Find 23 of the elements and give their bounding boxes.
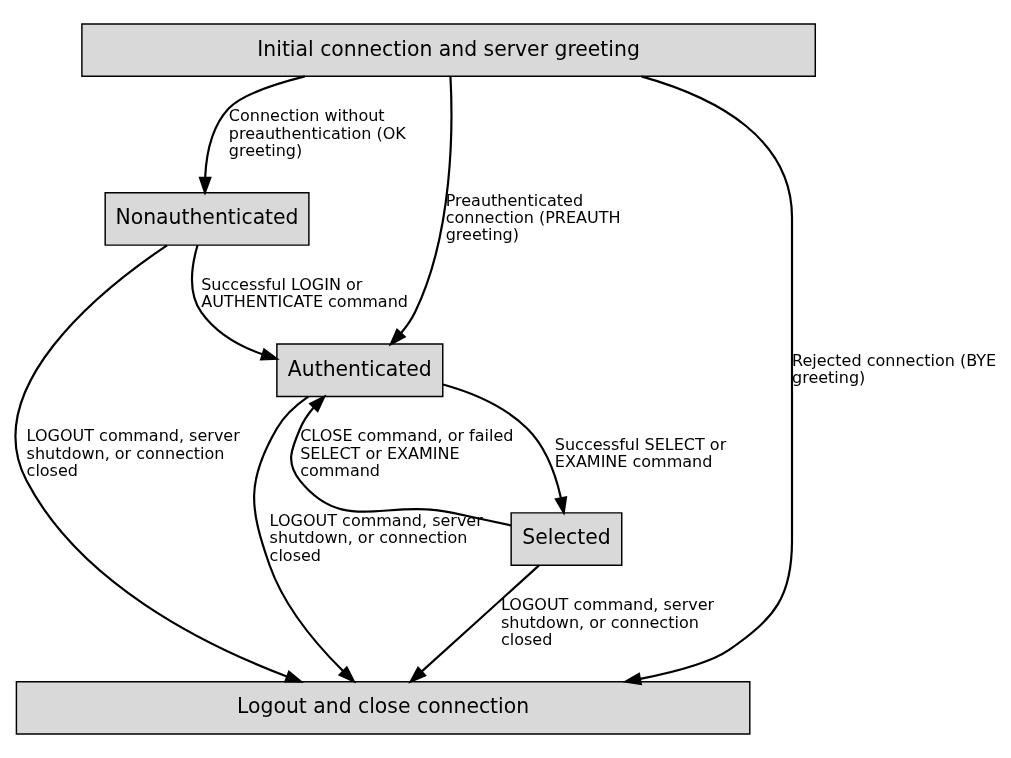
arrow: [190, 245, 280, 361]
arrow: [621, 75, 793, 686]
edge-label: Preauthenticated connection (PREAUTH greeting): [445, 190, 620, 245]
node-box: Selected: [509, 512, 622, 566]
edge-label: Successful SELECT or EXAMINE command: [554, 435, 726, 472]
edge-label: Successful LOGIN or AUTHENTICATE command: [200, 274, 408, 312]
arrow: [407, 564, 540, 684]
arrow: [252, 395, 356, 684]
node-box: Authenticated: [275, 343, 443, 398]
edge-label: Rejected connection (BYE greeting): [791, 350, 996, 388]
node-box: Initial connection and server greeting: [80, 23, 816, 78]
arrow: [289, 394, 511, 527]
node-box: Nonauthenticated: [103, 192, 310, 246]
edge-label: Connection without preauthentication (OK greeting): [228, 106, 406, 161]
arrow: [388, 76, 452, 347]
arrow: [442, 383, 567, 516]
edge-label: LOGOUT command, server shutdown, or connection closed: [26, 426, 240, 481]
arrow: [198, 75, 305, 196]
arrow: [14, 244, 304, 683]
node-box: Logout and close connection: [15, 680, 751, 735]
edge-label: LOGOUT command, server shutdown, or connection closed: [269, 510, 483, 565]
edge-label: CLOSE command, or failed SELECT or EXAMINE command: [299, 426, 513, 481]
edge-label: LOGOUT command, server shutdown, or connection closed: [500, 595, 714, 649]
